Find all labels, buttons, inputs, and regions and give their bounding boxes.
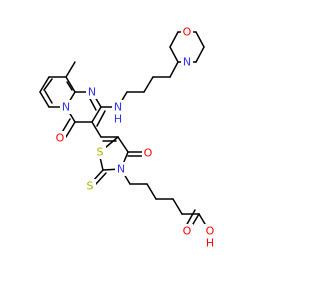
atom-background xyxy=(112,113,124,125)
atom-background xyxy=(181,25,193,39)
atom-background xyxy=(94,145,106,159)
bond xyxy=(94,172,107,186)
atom-background xyxy=(115,162,127,176)
bond xyxy=(91,106,102,123)
bond xyxy=(39,76,50,93)
atom-label-o-morph: O xyxy=(183,26,192,39)
bond xyxy=(117,136,129,153)
atom-label-n-thz: N xyxy=(117,163,125,176)
bond xyxy=(195,31,205,48)
bond xyxy=(65,121,76,138)
atom-background xyxy=(142,146,154,160)
atom-hydrogen-o-acid-oh: H xyxy=(206,237,214,250)
atom-background xyxy=(84,179,96,193)
atom-background xyxy=(181,224,193,238)
atom-label-n-pyr: N xyxy=(88,86,96,99)
bond xyxy=(91,121,102,138)
bond xyxy=(39,91,50,108)
bond xyxy=(146,183,157,200)
bond xyxy=(143,76,154,93)
atom-label-o-acid-oh: O xyxy=(206,225,215,238)
bond xyxy=(169,61,179,78)
atom-background xyxy=(204,224,216,238)
atom-background xyxy=(204,237,216,249)
bond xyxy=(65,61,76,78)
bond xyxy=(172,198,183,215)
bond xyxy=(169,46,179,63)
atom-label-nh: N xyxy=(114,101,122,114)
bond xyxy=(43,78,53,91)
atom-background xyxy=(54,131,66,145)
atom-label-o-thz: O xyxy=(144,147,153,160)
atom-background xyxy=(181,55,193,69)
bond xyxy=(44,90,53,104)
atom-label-o-ketone: O xyxy=(56,132,65,145)
atom-background xyxy=(86,85,98,99)
atom-label-s-thione: S xyxy=(87,180,94,193)
bond xyxy=(96,110,106,127)
atom-label-n-bridge: N xyxy=(62,101,70,114)
atom-background xyxy=(60,100,72,114)
atom-background xyxy=(112,100,124,114)
bond xyxy=(195,46,205,63)
atom-label-o-acid-dbl: O xyxy=(183,225,192,238)
bond xyxy=(65,76,76,93)
bond xyxy=(66,81,73,91)
atom-hydrogen-nh: H xyxy=(114,113,122,126)
bond xyxy=(169,31,179,48)
bond xyxy=(185,209,196,227)
atom-label-s-ring: S xyxy=(97,146,104,159)
atom-label-n-morph: N xyxy=(183,56,191,69)
